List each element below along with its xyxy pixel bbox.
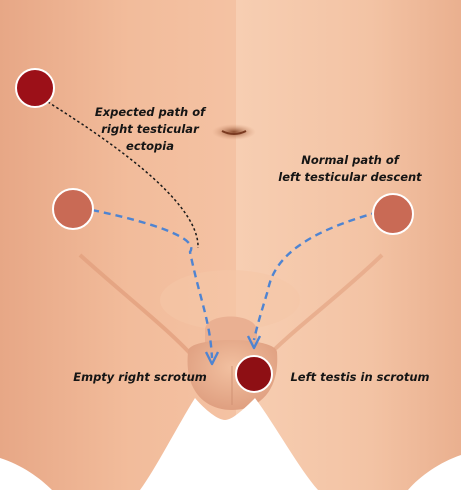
navel [212, 124, 256, 140]
expected-path-line-2: right testicular [90, 121, 210, 138]
expected-path-line-1: Expected path of [90, 104, 210, 121]
left-inguinal-marker [373, 194, 413, 234]
normal-path-label: Normal path of left testicular descent [270, 152, 430, 186]
ectopic-testis-marker [16, 69, 54, 107]
left-testis-label: Left testis in scrotum [280, 369, 440, 386]
empty-scrotum-label: Empty right scrotum [60, 369, 220, 386]
left-scrotal-testis-marker [236, 356, 272, 392]
normal-path-line-2: left testicular descent [270, 169, 430, 186]
expected-path-line-3: ectopia [90, 138, 210, 155]
expected-path-label: Expected path of right testicular ectopi… [90, 104, 210, 155]
normal-path-line-1: Normal path of [270, 152, 430, 169]
right-inguinal-marker [53, 189, 93, 229]
